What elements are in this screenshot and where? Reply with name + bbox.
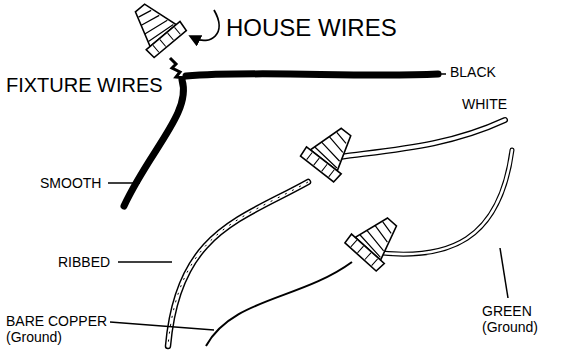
leader-line [110, 322, 214, 330]
smooth-wire [124, 80, 184, 206]
wire-label: BLACK [450, 64, 496, 80]
leader-line [118, 261, 172, 263]
twist-arrow [194, 10, 219, 40]
bare-copper-wire [206, 262, 352, 346]
green-wire [372, 150, 512, 254]
group-title: HOUSE WIRES [226, 14, 397, 42]
splice [170, 58, 186, 78]
leader-line [500, 248, 508, 298]
wire-nut [123, 0, 187, 58]
wire-label: BARE COPPER (Ground) [6, 313, 110, 345]
black-wire [186, 74, 438, 76]
leader-line [108, 182, 140, 184]
wire-label: SMOOTH [40, 175, 101, 191]
leader-line [440, 73, 446, 75]
group-title: FIXTURE WIRES [6, 74, 163, 97]
ribbed-wire [168, 182, 308, 346]
wire-nut [344, 207, 408, 271]
wire-label: RIBBED [58, 254, 110, 270]
wire-label: GREEN (Ground) [482, 303, 552, 335]
wire-label: WHITE [462, 96, 507, 112]
wire-nut [300, 118, 364, 182]
